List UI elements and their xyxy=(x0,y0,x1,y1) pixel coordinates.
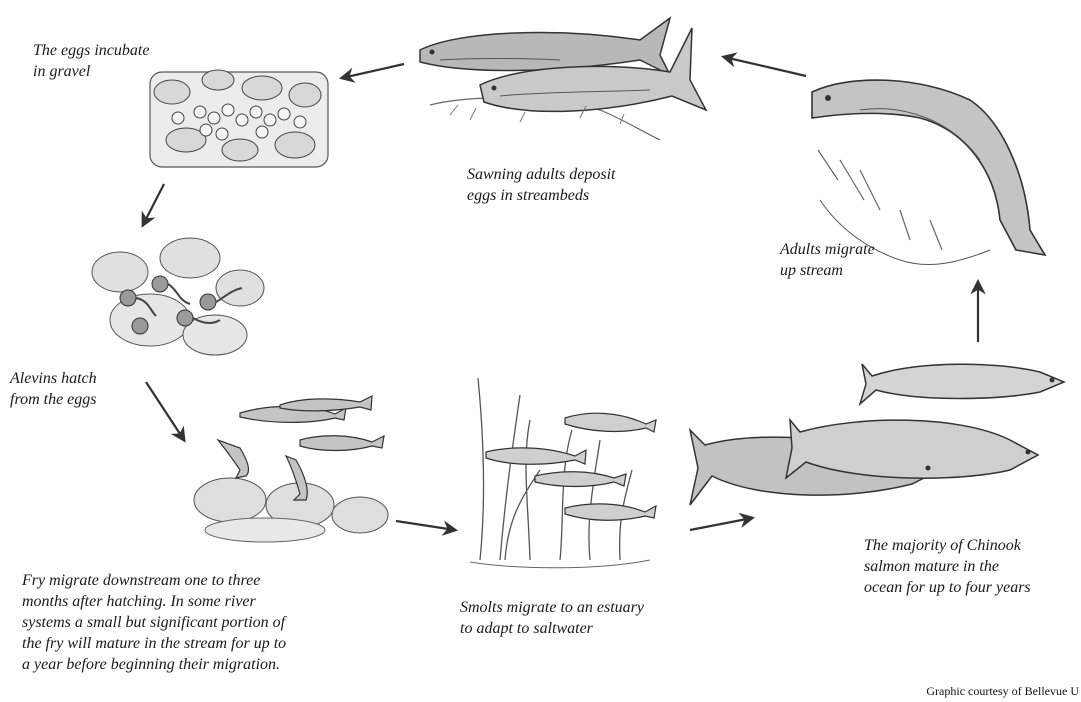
fry-caption: Fry migrate downstream one to three mont… xyxy=(22,570,286,675)
spawning-caption: Sawning adults deposit eggs in streambed… xyxy=(467,164,615,206)
graphic-credit: Graphic courtesy of Bellevue U xyxy=(926,684,1079,699)
alevins-caption: Alevins hatch from the eggs xyxy=(10,368,97,410)
arrow-fry-to-smolts xyxy=(396,521,455,530)
alevins-illustration xyxy=(92,238,264,355)
ocean-caption: The majority of Chinook salmon mature in… xyxy=(864,535,1031,598)
arrow-smolts-to-ocean xyxy=(690,518,752,530)
smolts-illustration xyxy=(470,378,656,568)
arrow-alevins-to-fry xyxy=(146,382,184,440)
eggs-in-gravel-illustration xyxy=(150,70,328,167)
upstream-caption: Adults migrate up stream xyxy=(780,239,875,281)
fry-illustration xyxy=(194,396,388,542)
eggs-caption: The eggs incubate in gravel xyxy=(33,40,149,82)
smolts-caption: Smolts migrate to an estuary to adapt to… xyxy=(460,597,644,639)
arrow-spawning-to-eggs xyxy=(342,64,404,78)
ocean-adults-illustration xyxy=(690,364,1064,505)
spawning-adults-illustration xyxy=(420,18,706,140)
upstream-adult-illustration xyxy=(812,80,1045,265)
arrow-upstream-to-spawning xyxy=(724,57,806,76)
arrow-eggs-to-alevins xyxy=(143,184,164,225)
